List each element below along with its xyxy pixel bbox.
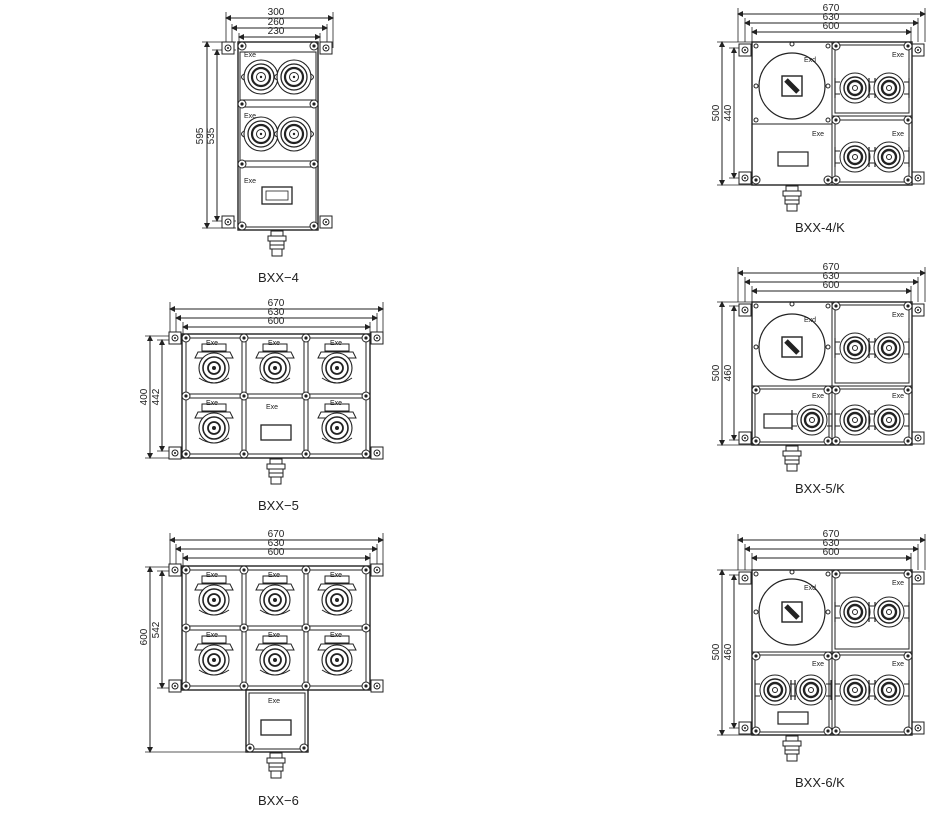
- label-exe: Exe: [892, 393, 904, 400]
- label-exe: Exe: [892, 580, 904, 587]
- label-exe: Exe: [206, 632, 218, 639]
- label-exe: Exe: [812, 393, 824, 400]
- label-exe: Exe: [330, 400, 342, 407]
- label-exe: Exe: [892, 131, 904, 138]
- caption-bxx-5: BXX−5: [258, 498, 299, 513]
- dim-width-3: 600: [268, 316, 285, 327]
- dim-height-1: 600: [139, 628, 150, 645]
- diagram-bxx-6-k: 670 630 600 500 460 Exd Exe Exe Exe B: [711, 529, 926, 790]
- dim-width-1: 670: [823, 262, 840, 273]
- dim-height-1: 500: [711, 364, 722, 381]
- label-exe: Exe: [244, 113, 256, 120]
- dim-width-3: 230: [268, 26, 285, 37]
- label-exe: Exe: [812, 131, 824, 138]
- label-exd: Exd: [804, 585, 816, 592]
- label-exe: Exe: [268, 632, 280, 639]
- dim-width-2: 630: [823, 538, 840, 549]
- caption-bxx-6: BXX−6: [258, 793, 299, 808]
- dim-width-3: 600: [823, 280, 840, 291]
- label-exd: Exd: [804, 57, 816, 64]
- caption-bxx-5-k: BXX-5/K: [795, 481, 845, 496]
- label-exe: Exe: [330, 340, 342, 347]
- label-exe: Exe: [244, 52, 256, 59]
- dim-height-1: 400: [139, 388, 150, 405]
- label-exe: Exe: [206, 400, 218, 407]
- dim-height-2: 460: [723, 364, 734, 381]
- label-exe: Exe: [268, 572, 280, 579]
- label-exe: Exe: [266, 404, 278, 411]
- diagram-bxx-5: 670 630 600 400 442 Exe Exe Exe Exe Exe …: [139, 298, 384, 513]
- dim-height-1: 595: [195, 127, 206, 144]
- dim-height-1: 500: [711, 643, 722, 660]
- dim-width-2: 260: [268, 17, 285, 28]
- dim-width-2: 630: [823, 12, 840, 23]
- label-exe: Exe: [244, 178, 256, 185]
- label-exe: Exe: [892, 52, 904, 59]
- dim-width-3: 600: [823, 21, 840, 32]
- label-exe: Exe: [268, 340, 280, 347]
- dim-width-1: 300: [268, 7, 285, 18]
- dim-width-1: 670: [268, 529, 285, 540]
- label-exe: Exe: [206, 572, 218, 579]
- dim-width-1: 670: [823, 529, 840, 540]
- diagram-bxx-4: 300 260 230 595 535 Exe Exe Exe BXX−4: [195, 7, 334, 285]
- label-exe: Exe: [330, 572, 342, 579]
- label-exe: Exe: [330, 632, 342, 639]
- diagram-bxx-6: 670 630 600 600 542 Exe Exe Exe Exe Exe …: [139, 529, 384, 808]
- dim-width-3: 600: [823, 547, 840, 558]
- dim-height-2: 442: [151, 388, 162, 405]
- label-exe: Exe: [206, 340, 218, 347]
- caption-bxx-4: BXX−4: [258, 270, 299, 285]
- label-exe: Exe: [268, 698, 280, 705]
- label-exe: Exe: [812, 661, 824, 668]
- dim-height-2: 535: [206, 127, 217, 144]
- diagram-bxx-5-k: 670 630 600 500 460 Exd Exe Exe Exe B: [711, 262, 926, 496]
- dim-width-1: 670: [268, 298, 285, 309]
- caption-bxx-6-k: BXX-6/K: [795, 775, 845, 790]
- dim-height-1: 500: [711, 104, 722, 121]
- caption-bxx-4-k: BXX-4/K: [795, 220, 845, 235]
- dim-height-2: 440: [723, 104, 734, 121]
- dim-width-1: 670: [823, 3, 840, 14]
- dim-width-2: 630: [823, 271, 840, 282]
- dim-width-2: 630: [268, 307, 285, 318]
- label-exd: Exd: [804, 317, 816, 324]
- dim-width-2: 630: [268, 538, 285, 549]
- diagram-bxx-4-k: 670 630 600 500 440 Exd Exe Exe Exe BXX-…: [711, 3, 926, 235]
- dim-height-2: 460: [723, 643, 734, 660]
- label-exe: Exe: [892, 312, 904, 319]
- dim-width-3: 600: [268, 547, 285, 558]
- dim-height-2: 542: [151, 621, 162, 638]
- label-exe: Exe: [892, 661, 904, 668]
